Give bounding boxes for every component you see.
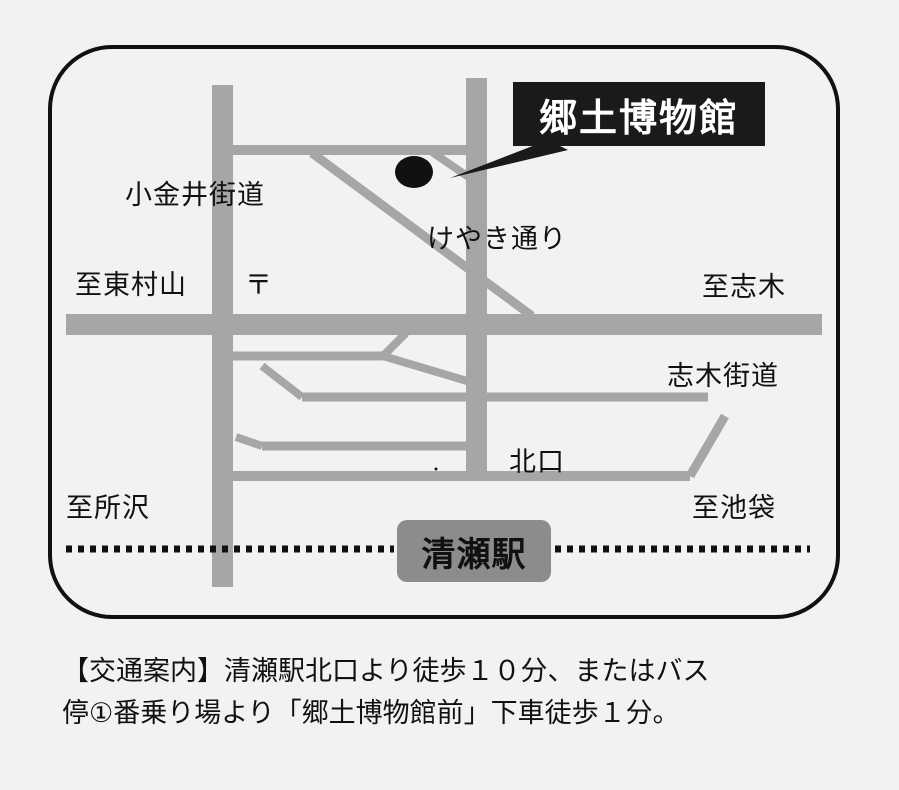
access-info-line-2: 停①番乗り場より「郷土博物館前」下車徒歩１分。 — [62, 698, 680, 729]
label-shiki-kaido: 志木街道 — [667, 361, 779, 392]
museum-marker — [395, 156, 433, 188]
post-office-icon: 〒 — [245, 270, 273, 301]
map-frame — [48, 45, 840, 619]
label-to-shiki: 至志木 — [702, 272, 786, 303]
label-koganei-kaido: 小金井街道 — [125, 180, 265, 211]
label-keyaki-dori: けやき通り — [427, 224, 567, 255]
museum-label-box: 郷土博物館 — [513, 82, 765, 146]
label-to-tokorozawa: 至所沢 — [66, 493, 150, 524]
lower-diagonal-2 — [381, 352, 479, 388]
label-to-higashimurayama: 至東村山 — [75, 270, 187, 301]
koganei-kaido-road — [212, 85, 233, 587]
label-north-exit: 北口 — [509, 447, 565, 478]
keyaki-dori-road — [309, 149, 535, 320]
map-dot — [434, 467, 438, 471]
main-east-west-road — [66, 314, 822, 335]
ikebukuro-diagonal — [686, 413, 729, 479]
station-name: 清瀬駅 — [421, 534, 527, 575]
access-info-line-1: 【交通案内】清瀬駅北口より徒歩１０分、またはバス — [62, 656, 710, 687]
museum-name: 郷土博物館 — [538, 95, 739, 140]
lower-diagonal-1 — [380, 330, 409, 359]
label-to-ikebukuro: 至池袋 — [692, 493, 776, 524]
museum-pointer — [450, 140, 568, 178]
shiki-kaido-link — [259, 362, 305, 401]
north-exit-link — [234, 433, 264, 450]
station-label-box: 清瀬駅 — [397, 520, 551, 582]
